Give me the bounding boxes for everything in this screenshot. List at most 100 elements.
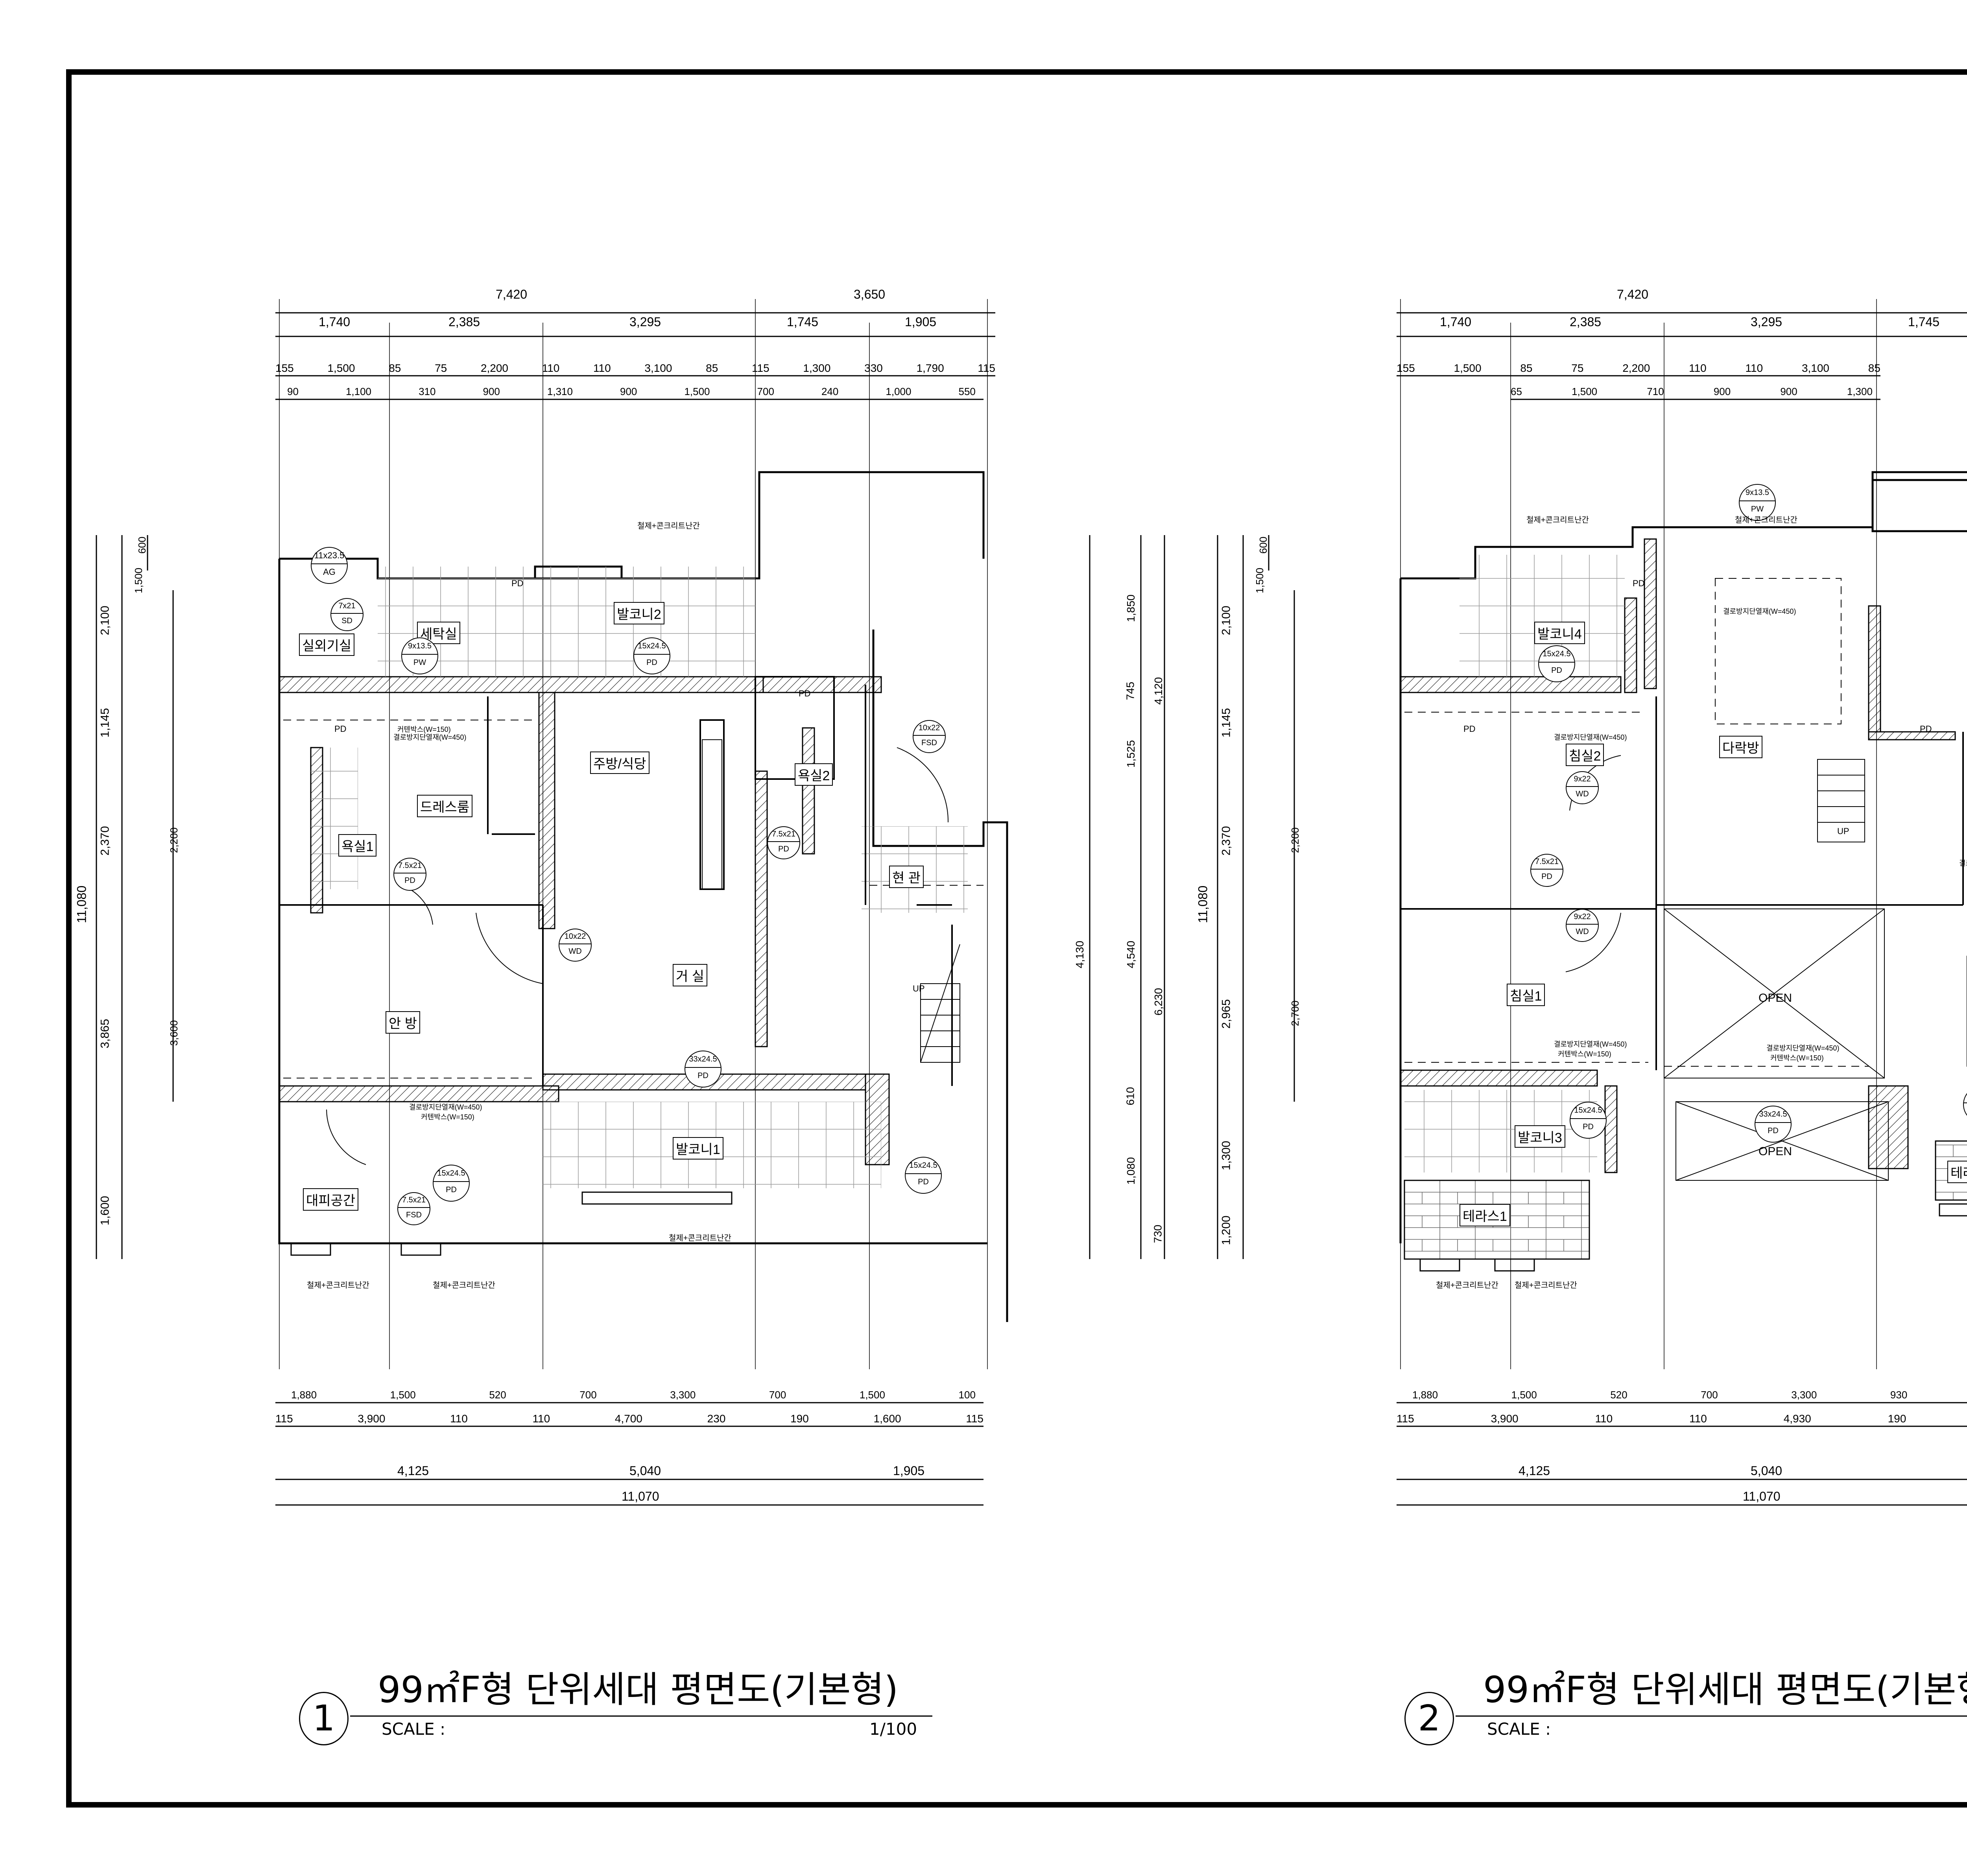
dim-bottom-grid-1: 4,125: [1519, 1464, 1550, 1478]
dim-left-inner-7: 3,600: [168, 1020, 180, 1046]
dim-top-grid-4: 1,745: [1908, 315, 1940, 329]
note-railing-4: 철제+콘크리트난간: [1515, 1281, 1577, 1290]
sheet-border: [66, 69, 1967, 1808]
dim-bottom-openings-row: 1,880 1,500 520 700 3,300 930 1,500 100: [1412, 1389, 1908, 1401]
note-railing-bottom-1: 철제+콘크리트난간: [307, 1281, 369, 1290]
dim-top-inner-row: 155 1,500 85 75 2,200 110 110 3,100 85: [1397, 362, 1880, 374]
dim-left-inner-1: 600: [1257, 536, 1270, 554]
dim-bottom-inner-row: 115 3,900 110 110 4,930 190 1,600 115: [1397, 1413, 1906, 1425]
tag-wd-bedroom2: 9x22 WD: [1566, 771, 1599, 804]
tag-sd: 7x21 SD: [330, 598, 364, 631]
plan-1-labels: 7,420 3,650 1,740 2,385 3,295 1,745 1,90…: [74, 287, 1164, 1503]
dim-top-overall-1: 7,420: [1617, 287, 1649, 301]
tag-pd-open: 33x24.5 PD: [1755, 1106, 1792, 1143]
room-evacuation: 대피공간: [303, 1188, 359, 1211]
tag-pd-bath1: 7.5x21 PD: [393, 858, 426, 891]
plan-2-scale-label: SCALE :: [1487, 1719, 1551, 1739]
dim-bottom-overall: 11,070: [622, 1489, 659, 1503]
room-dressroom: 드레스룸: [417, 795, 473, 817]
note-railing-bottom-2: 철제+콘크리트난간: [433, 1281, 495, 1290]
dim-top-grid-2: 2,385: [1570, 315, 1602, 329]
note-curtain-box-1: 커텐박스(W=150): [397, 726, 451, 733]
note-insulation-5: 결로방지단열재(W=450): [1766, 1044, 1840, 1052]
tag-fsd-evac: 7.5x21 FSD: [397, 1192, 430, 1225]
dim-bottom-grid-2: 5,040: [1751, 1464, 1782, 1478]
room-entrance: 현 관: [889, 866, 924, 888]
dim-left-grid-4: 2,965: [1220, 999, 1233, 1029]
note-insulation-1: 결로방지단열재(W=450): [1723, 607, 1796, 615]
room-open-2: OPEN: [1758, 1145, 1792, 1158]
note-pd-3: PD: [1920, 724, 1932, 734]
tag-pd-balcony2: 15x24.5 PD: [633, 637, 670, 674]
tag-pw: 9x13.5 PW: [1739, 484, 1776, 521]
dim-left-grid-6: 1,200: [1220, 1215, 1233, 1245]
note-insulation-2: 결로방지단열재(W=450): [409, 1103, 482, 1111]
note-pd-2: PD: [1463, 724, 1476, 734]
room-kitchen-dining: 주방/식당: [590, 752, 650, 774]
note-curtain-box-1: 커텐박스(W=150): [1558, 1050, 1611, 1058]
dim-left-grid-5: 1,600: [98, 1196, 112, 1226]
dim-left-inner-4: 2,200: [168, 827, 180, 853]
tag-pd-bath: 7.5x21 PD: [1530, 854, 1563, 887]
plan-1-title: 99㎡F형 단위세대 평면도(기본형): [378, 1669, 899, 1711]
dim-right-inner-2: 4,130: [1074, 940, 1086, 969]
dim-left-inner-5: 2,200: [1289, 827, 1301, 853]
note-pd-2: PD: [334, 724, 347, 734]
tag-ag: 11x23.5 AG: [311, 547, 348, 584]
dim-left-grid-3: 2,370: [1220, 826, 1233, 856]
room-balcony4: 발코니4: [1534, 622, 1585, 644]
dim-left-grid-5: 1,300: [1220, 1141, 1233, 1171]
tag-pd-balcony1-right: 15x24.5 PD: [905, 1157, 942, 1194]
plan-2-labels: 7,420 3,650 1,740 2,385 3,295 1,745 1,90…: [1121, 0, 1967, 1876]
dim-top-grid-1: 1,740: [1440, 315, 1472, 329]
note-insulation-2: 결로방지단열재(W=450): [1554, 733, 1627, 741]
tag-wd-bedroom1: 9x22 WD: [1566, 909, 1599, 942]
dim-top-grid-4: 1,745: [787, 315, 819, 329]
dim-left-grid-2: 1,145: [98, 708, 112, 738]
room-balcony3: 발코니3: [1515, 1125, 1565, 1148]
dim-left-inner-2: 1,500: [133, 567, 145, 594]
plan-1-title-rule: [350, 1715, 932, 1717]
tag-fsd-entrance: 10x22 FSD: [913, 720, 946, 753]
dim-bottom-grid-2: 5,040: [629, 1464, 661, 1478]
tag-pd-terrace2: 15x24.5 PD: [1963, 1086, 1967, 1123]
room-bath1: 욕실1: [338, 834, 377, 857]
dim-left-inner-8: 2,700: [1289, 1000, 1301, 1027]
note-curtain-box-2: 커텐박스(W=150): [1770, 1054, 1824, 1062]
dim-top-inner-row: 155 1,500 85 75 2,200 110 110 3,100 85 1…: [275, 362, 995, 374]
dim-left-overall: 11,080: [74, 885, 89, 923]
note-pd-1: PD: [1633, 578, 1645, 588]
dim-top-openings-row: 65 1,500 710 900 900 1,300: [1511, 386, 1873, 397]
room-terrace1: 테라스1: [1460, 1204, 1510, 1226]
tag-pw: 9x13.5 PW: [401, 637, 438, 674]
note-insulation-3: 결로방지단열재(W=450): [1959, 859, 1967, 867]
plan-2: [1217, 299, 1967, 1506]
plan-1-scale-value: 1/100: [869, 1719, 917, 1739]
plan-2-number: 2: [1404, 1692, 1454, 1745]
dim-top-grid-1: 1,740: [319, 315, 351, 329]
note-railing-bottom-3: 철제+콘크리트난간: [669, 1234, 731, 1243]
note-insulation-1: 결로방지단열재(W=450): [393, 733, 467, 741]
dim-top-grid-3: 3,295: [1751, 315, 1782, 329]
dim-left-inner-1: 600: [136, 536, 148, 554]
note-up: UP: [1837, 826, 1849, 836]
plan-1-scale-label: SCALE :: [382, 1719, 446, 1739]
plan-1-number: 1: [299, 1692, 349, 1745]
room-master-bedroom: 안 방: [386, 1011, 421, 1034]
room-attic: 다락방: [1719, 736, 1762, 758]
room-balcony2: 발코니2: [614, 602, 664, 624]
room-bedroom2: 침실2: [1566, 744, 1604, 766]
plan-2-title: 99㎡F형 단위세대 평면도(기본형): [1483, 1669, 1967, 1711]
dim-top-openings-row: 90 1,100 310 900 1,310 900 1,500 700 240…: [287, 386, 976, 397]
room-bath2: 욕실2: [795, 763, 833, 786]
tag-pd-living: 33x24.5 PD: [685, 1051, 721, 1088]
dim-left-grid-1: 2,100: [98, 606, 112, 635]
room-bedroom1: 침실1: [1507, 984, 1545, 1006]
room-outdoor-unit: 실외기실: [299, 633, 355, 656]
dim-top-overall-2: 3,650: [854, 287, 886, 301]
bath1-tile: [311, 748, 358, 889]
note-curtain-box-2: 커텐박스(W=150): [421, 1113, 474, 1121]
plan-2-title-rule: [1456, 1715, 1967, 1717]
